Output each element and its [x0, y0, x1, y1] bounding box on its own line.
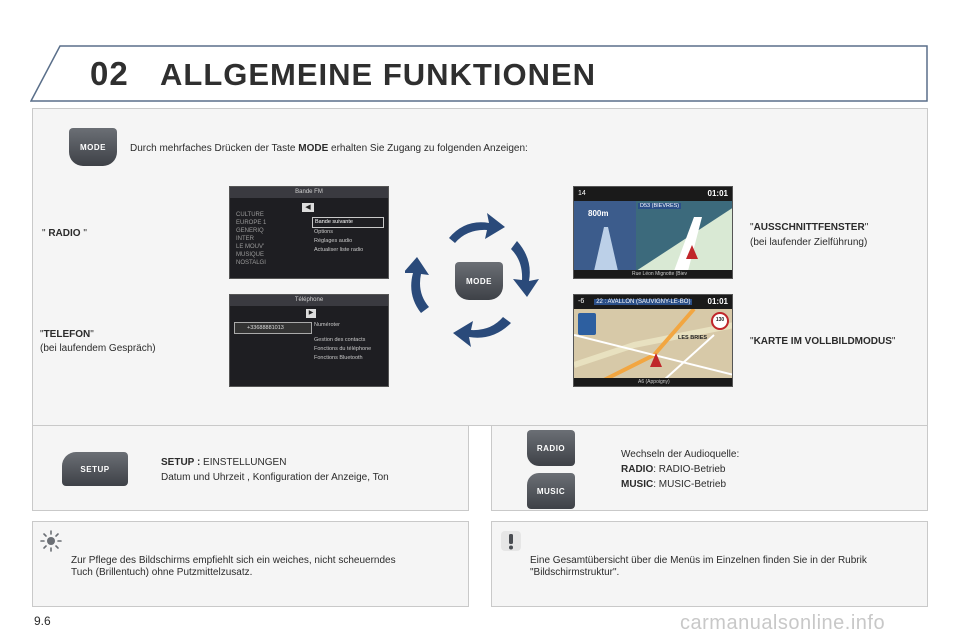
map-place-label: LES BRIES — [678, 335, 708, 341]
setup-description: Datum und Uhrzeit , Konfiguration der An… — [161, 472, 389, 483]
audio-music-line: MUSIC: MUSIC-Betrieb — [621, 479, 727, 490]
radio-menu-item: Bande suivante — [312, 217, 384, 228]
setup-title: SETUP : EINSTELLUNGEN — [161, 457, 287, 468]
radio-station-list: CULTURE EUROPE 1 GENERIQ INTER LE MOUV' … — [236, 212, 267, 266]
telefon-menu: Numéroter Gestion des contacts Fonctions… — [312, 321, 384, 363]
tip-line-1: Zur Pflege des Bildschirms empfiehlt sic… — [71, 555, 396, 566]
radio-label: " RADIO " — [42, 228, 87, 239]
telefon-sublabel: (bei laufendem Gespräch) — [40, 343, 156, 354]
radio-screen: Bande FM ◀ CULTURE EUROPE 1 GENERIQ INTE… — [229, 186, 389, 279]
watermark: carmanualsonline.info — [680, 612, 886, 634]
map-status-bar: -6 22 : AVALLON (SAUVIGNY-LE-BO) 01:01 — [574, 295, 732, 309]
page-number: 9.6 — [34, 614, 51, 628]
note-line-2: "Bildschirmstruktur". — [530, 567, 620, 578]
telefon-menu-item: Fonctions Bluetooth — [314, 355, 363, 361]
tip-line-2: Tuch (Brillentuch) ohne Putzmittelzusatz… — [71, 567, 253, 578]
cycle-arrow-icon — [453, 317, 511, 347]
map-bottom-bar: A6 (Appoigny) — [574, 378, 732, 386]
radio-menu: Bande suivante Options Réglages audio Ac… — [312, 217, 384, 255]
cycle-arrow-icon — [449, 213, 505, 243]
telefon-menu-item: Gestion des contacts — [314, 337, 366, 343]
zoom-road-name: D53 (BIEVRES) — [638, 203, 682, 209]
radio-screen-title: Bande FM — [230, 187, 388, 198]
radio-menu-item: Actualiser liste radio — [314, 247, 364, 253]
telefon-menu-item: Fonctions du téléphone — [314, 346, 372, 352]
page-title: ALLGEMEINE FUNKTIONEN — [160, 57, 597, 92]
map-temp: -6 — [578, 298, 585, 305]
exclamation-icon — [500, 530, 522, 552]
zoom-map-graphic — [574, 199, 732, 271]
note-line-1: Eine Gesamtübersicht über die Menüs im E… — [530, 555, 867, 566]
audio-title: Wechseln der Audioquelle: — [621, 449, 740, 460]
note-panel — [491, 521, 928, 607]
zoom-screen: 14 01:01 D53 (BIEVRES) 800m Rue Léon Mig… — [573, 186, 733, 279]
audio-radio-line: RADIO: RADIO-Betrieb — [621, 464, 726, 475]
map-road-name: 22 : AVALLON (SAUVIGNY-LE-BO) — [594, 299, 693, 305]
telefon-screen: Téléphone ▶ +33688881013 Numéroter Gesti… — [229, 294, 389, 387]
music-button[interactable]: MUSIC — [527, 473, 575, 509]
zoom-sublabel: (bei laufender Zielführung) — [750, 237, 868, 248]
telefon-label: "TELEFON" — [40, 329, 94, 340]
radio-menu-item: Réglages audio — [314, 238, 353, 244]
zoom-distance: 800m — [588, 209, 609, 218]
mode-cycle-arrows — [405, 213, 539, 347]
zoom-label: "AUSSCHNITTFENSTER" — [750, 222, 869, 233]
radio-menu-item: Options — [314, 229, 333, 235]
header-frame — [30, 45, 928, 102]
map-label: "KARTE IM VOLLBILDMODUS" — [750, 336, 896, 347]
forward-arrow-icon: ▶ — [306, 309, 316, 318]
zoom-temp: 14 — [578, 190, 586, 197]
telefon-number: +33688881013 — [234, 322, 312, 334]
cycle-arrow-icon — [511, 241, 539, 297]
zoom-bottom-bar: Rue Léon Mignotte (Biev — [574, 270, 732, 278]
radio-button[interactable]: RADIO — [527, 430, 575, 466]
mode-button-center[interactable]: MODE — [455, 262, 503, 300]
map-screen: -6 22 : AVALLON (SAUVIGNY-LE-BO) 01:01 1… — [573, 294, 733, 387]
mode-button[interactable]: MODE — [69, 128, 117, 166]
full-map-graphic — [574, 307, 732, 382]
mode-intro-text: Durch mehrfaches Drücken der Taste MODE … — [130, 143, 528, 154]
telefon-screen-title: Téléphone — [230, 295, 388, 306]
setup-button[interactable]: SETUP — [62, 452, 128, 486]
back-arrow-icon: ◀ — [302, 203, 314, 212]
chapter-header: 02 ALLGEMEINE FUNKTIONEN — [30, 45, 928, 102]
speed-limit-sign: 130 — [715, 317, 725, 323]
zoom-time: 01:01 — [707, 189, 728, 198]
cycle-arrow-icon — [405, 257, 429, 313]
map-time: 01:01 — [707, 297, 728, 306]
sun-icon — [40, 530, 62, 552]
chapter-number: 02 — [90, 55, 129, 92]
tip-panel — [32, 521, 469, 607]
setup-panel — [32, 425, 469, 511]
zoom-status-bar: 14 01:01 — [574, 187, 732, 201]
telefon-menu-item: Numéroter — [314, 322, 340, 328]
